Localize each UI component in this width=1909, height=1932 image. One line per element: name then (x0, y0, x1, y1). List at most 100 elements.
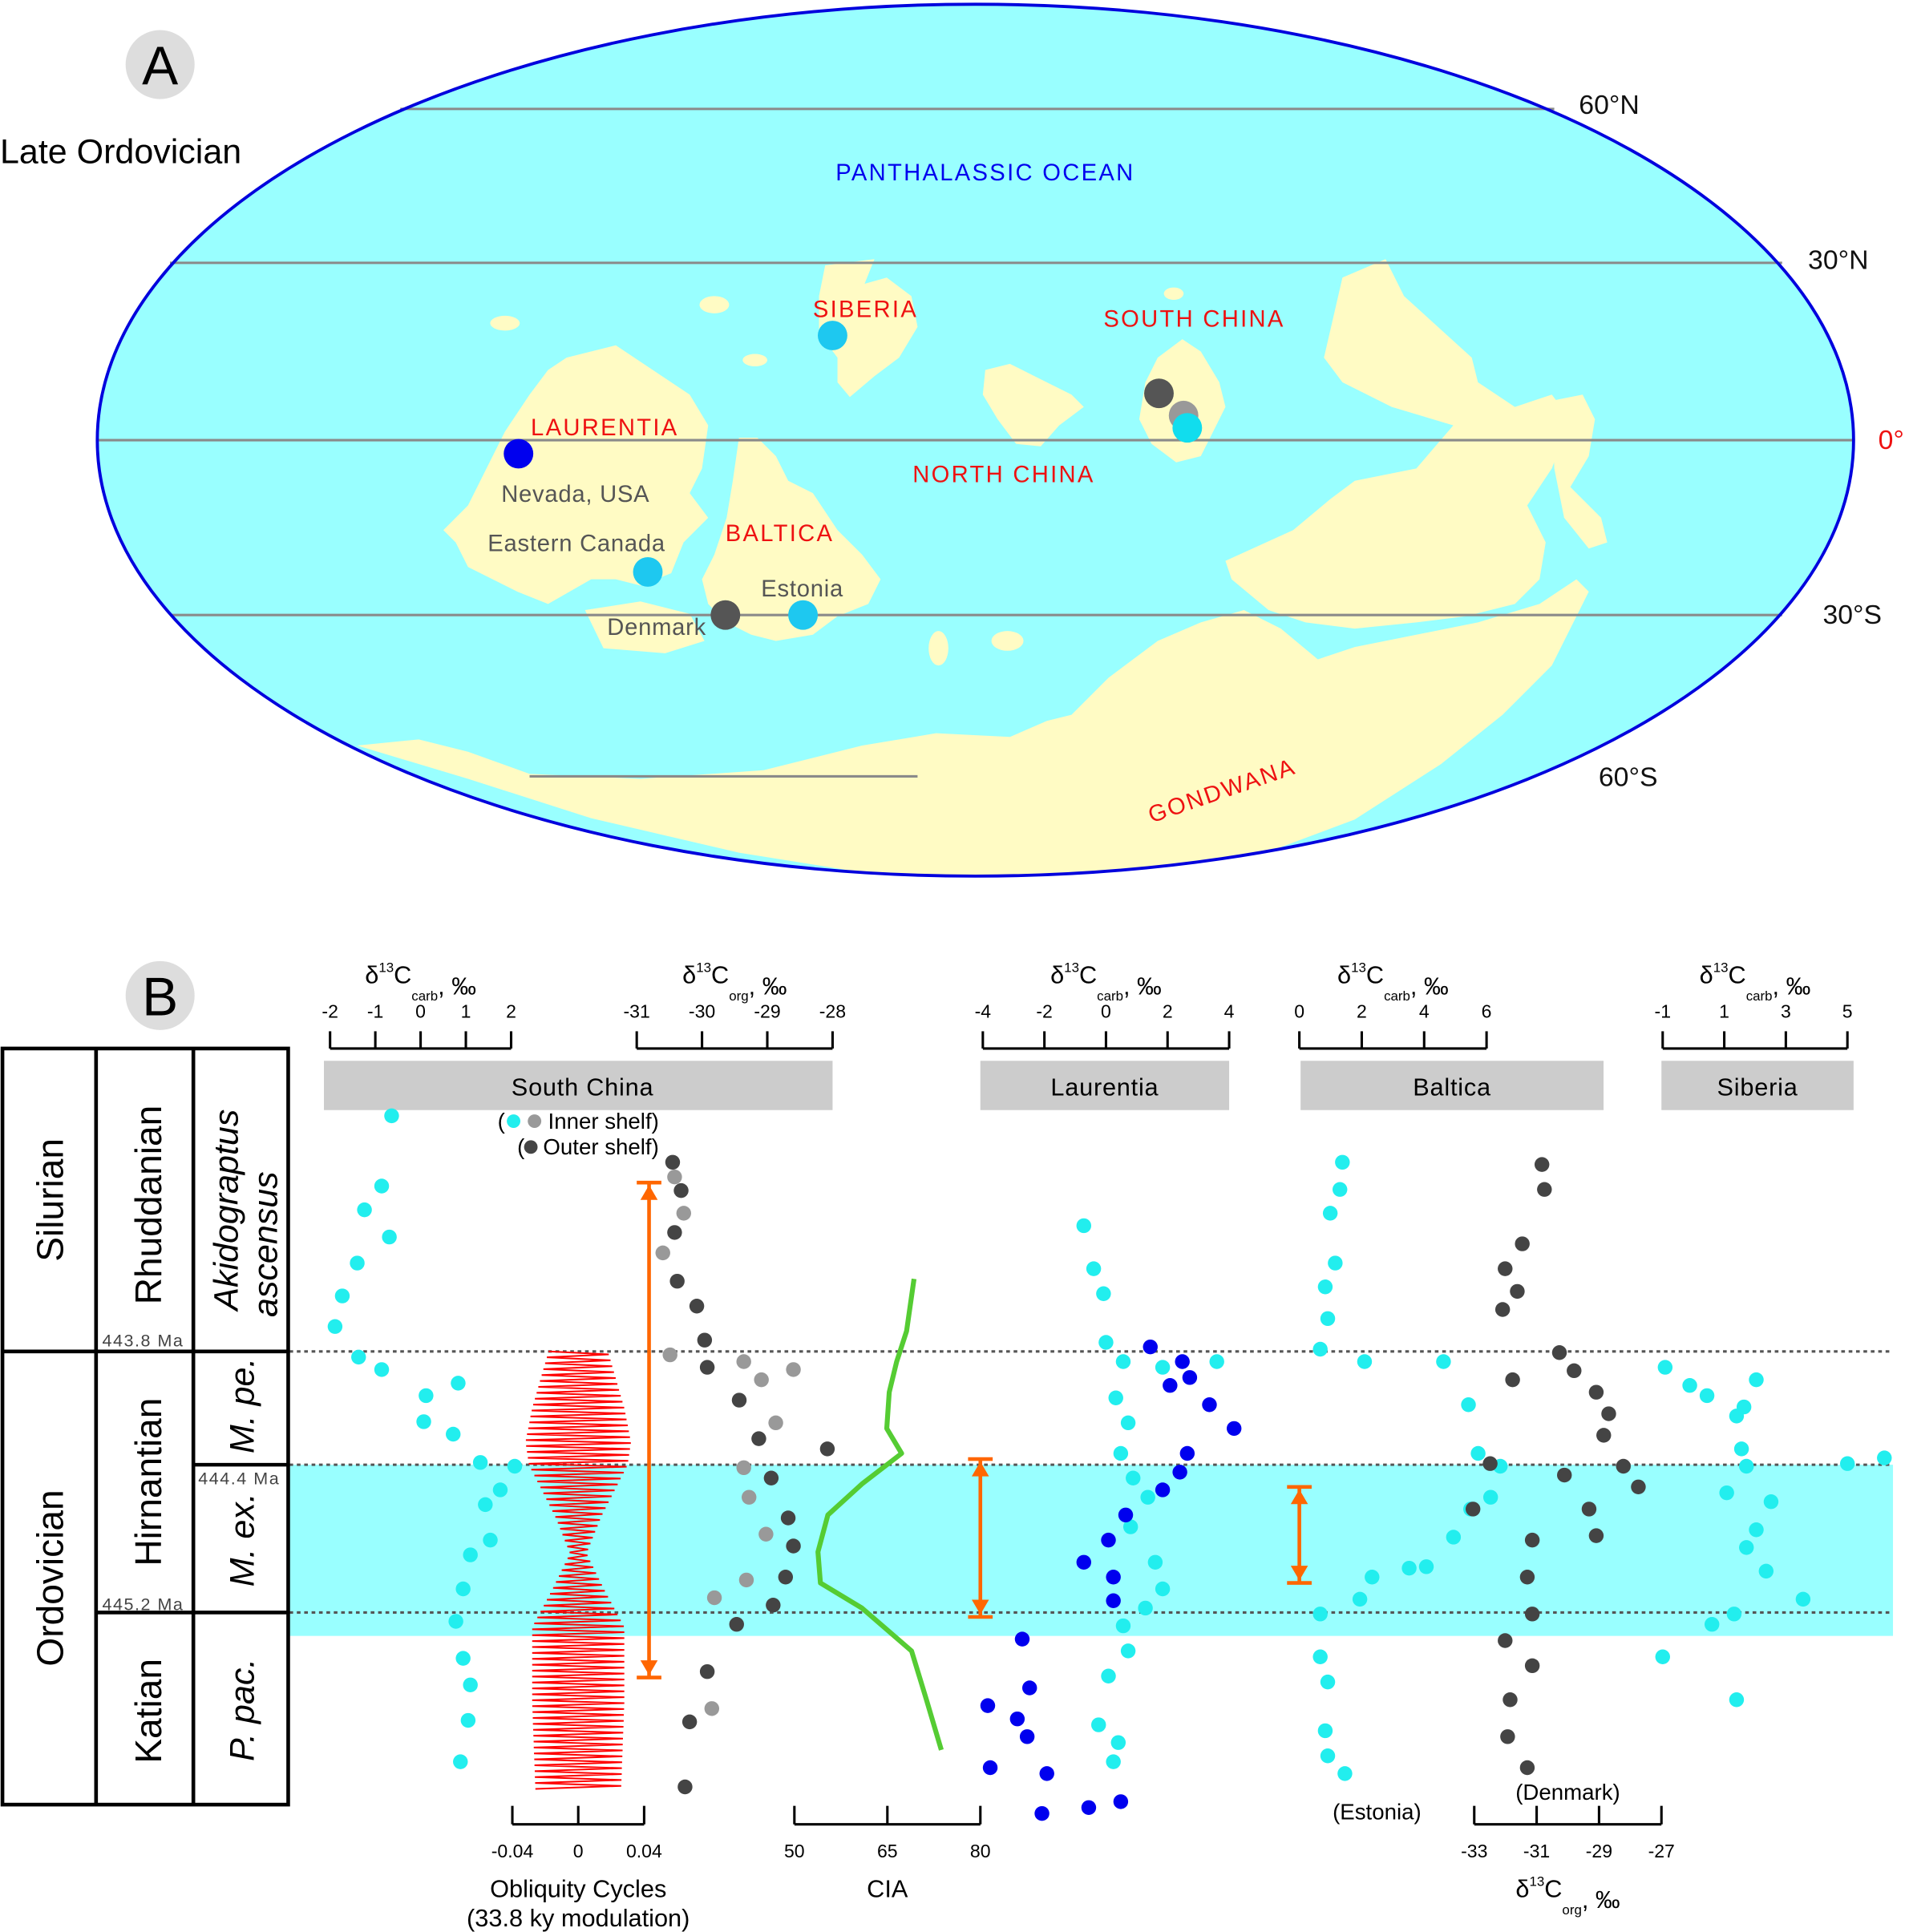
data-point (738, 1572, 754, 1588)
label-siberia: SIBERIA (813, 297, 918, 322)
data-point (1098, 1335, 1114, 1350)
data-point (662, 1347, 677, 1363)
data-point (1795, 1591, 1811, 1607)
data-point (350, 1255, 365, 1271)
data-point (1076, 1554, 1092, 1570)
label-eastern-canada: Eastern Canada (487, 531, 665, 556)
data-point (1537, 1182, 1552, 1197)
data-point (460, 1712, 476, 1728)
data-point (1140, 1489, 1155, 1505)
label-baltica: BALTICA (726, 521, 835, 547)
lat-60s: 60°S (1599, 762, 1658, 793)
island (928, 631, 948, 666)
data-point (780, 1510, 796, 1526)
lat-30s: 30°S (1822, 600, 1882, 630)
tick-label: 2 (506, 1001, 516, 1022)
tick-label: 50 (784, 1841, 805, 1861)
data-point (451, 1376, 466, 1391)
tick-label: 5 (1842, 1001, 1853, 1022)
island (742, 354, 768, 366)
data-point (786, 1538, 801, 1554)
data-point (1312, 1649, 1328, 1664)
map-border (95, 2, 1855, 878)
data-point (1337, 1766, 1353, 1781)
axis-title: δ13Corg, ‰ (682, 960, 787, 1004)
data-point (982, 1760, 998, 1776)
lat-60n: 60°N (1579, 90, 1639, 120)
island (991, 631, 1024, 651)
data-point (1616, 1458, 1631, 1474)
series-south-china-13ccarb (327, 1108, 523, 1769)
period-silurian: Silurian (29, 1138, 71, 1262)
chemostratigraphy-panel: B Silurian Ordovician Rhuddanian Hirnant… (0, 960, 1894, 1932)
axis-title: δ13Ccarb, ‰ (1700, 960, 1811, 1004)
data-point (754, 1372, 769, 1388)
data-point (1657, 1360, 1673, 1375)
label-north-china: NORTH CHINA (912, 462, 1094, 487)
data-point (1733, 1441, 1749, 1457)
data-point (455, 1651, 471, 1666)
tick-label: 0 (415, 1001, 426, 1022)
data-point (1320, 1311, 1336, 1327)
data-point (1763, 1493, 1779, 1510)
data-point (1588, 1528, 1604, 1543)
data-point (731, 1392, 747, 1408)
data-point (736, 1460, 751, 1476)
lat-0: 0° (1879, 425, 1904, 455)
series-baltica-13ccarb-estonia- (1312, 1154, 1508, 1781)
tick-label: 80 (970, 1841, 991, 1861)
tick-label: -1 (367, 1001, 383, 1022)
data-point (1039, 1766, 1054, 1781)
tick-label: -0.04 (491, 1841, 534, 1861)
data-point (1482, 1456, 1498, 1471)
period-ordovician: Ordovician (29, 1489, 71, 1666)
label-nevada: Nevada, USA (501, 482, 649, 507)
data-point (1465, 1502, 1481, 1517)
data-point (729, 1616, 744, 1632)
zone-p-pac: P. pac. (223, 1659, 261, 1761)
site-marker-eastern-canada (633, 557, 663, 587)
legend-outer-dark-marker (524, 1140, 538, 1154)
data-point (667, 1225, 682, 1240)
data-point (1175, 1354, 1190, 1369)
tick-label: -1 (1655, 1001, 1671, 1022)
island (490, 315, 520, 331)
series-south-china-13corg-outer-shelf (665, 1154, 835, 1795)
data-point (1401, 1560, 1417, 1576)
ocean-label: PANTHALASSIC OCEAN (835, 160, 1134, 186)
data-point (1461, 1397, 1476, 1413)
range-arrowhead (1290, 1489, 1308, 1505)
data-point (448, 1614, 463, 1629)
data-point (1601, 1406, 1616, 1421)
north-china-landmass (982, 363, 1084, 447)
data-point (1500, 1729, 1515, 1744)
data-point (1357, 1354, 1373, 1369)
legend-outer-label: Outer shelf) (543, 1134, 658, 1159)
lat-30n: 30°N (1808, 245, 1868, 276)
data-point (1115, 1354, 1131, 1369)
data-point (763, 1470, 779, 1485)
zone-m-ex: M. ex. (223, 1493, 261, 1586)
data-point (1155, 1360, 1171, 1375)
data-point (455, 1581, 471, 1597)
data-point (1498, 1261, 1513, 1276)
data-point (1009, 1711, 1025, 1727)
tick-label: 0 (1294, 1001, 1304, 1022)
data-point (1510, 1283, 1525, 1299)
data-point (1021, 1680, 1037, 1696)
data-point (1436, 1354, 1451, 1369)
data-point (1719, 1485, 1734, 1501)
site-marker-nevada (504, 439, 534, 469)
tick-label: -4 (975, 1001, 992, 1022)
legend-inner-grey-marker (528, 1114, 542, 1129)
series-laurentia-13ccarb-eastern-canada- (1076, 1218, 1224, 1769)
gondwana-landmass (357, 579, 1589, 876)
data-point (334, 1288, 350, 1303)
data-point (1446, 1530, 1462, 1545)
data-point (1110, 1735, 1126, 1750)
data-point (736, 1354, 751, 1369)
data-point (416, 1414, 431, 1429)
